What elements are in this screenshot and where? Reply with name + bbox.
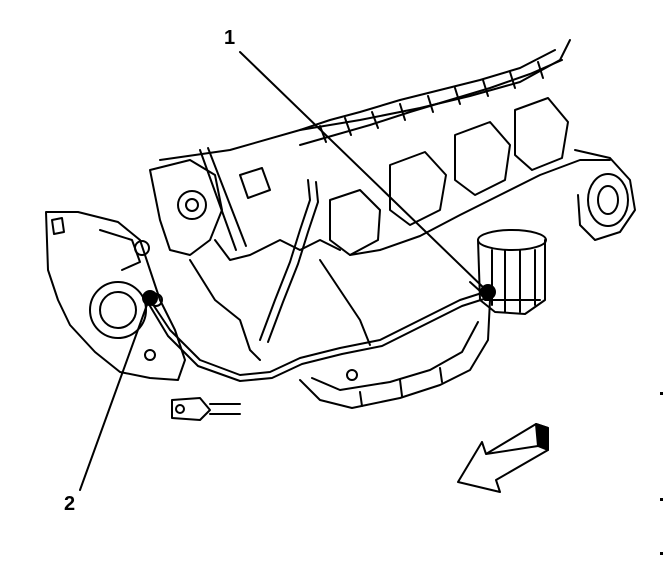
oil-filter: [477, 229, 547, 315]
ground-bolt-2: [142, 290, 158, 306]
harness-connector: [171, 397, 241, 421]
callout-2-leader: [79, 301, 149, 491]
front-cover: [45, 211, 186, 381]
oil-pan: [299, 281, 491, 409]
engine-harness: [149, 179, 488, 382]
water-pump: [149, 147, 247, 256]
callout-2-label: 2: [64, 493, 76, 515]
edge-mark: [660, 498, 663, 501]
valve-cover: [299, 49, 563, 146]
callout-1-leader: [239, 51, 489, 293]
edge-mark: [660, 392, 663, 395]
exhaust-manifold: [329, 97, 636, 256]
front-direction-arrow-icon: [457, 423, 549, 493]
edge-mark: [660, 552, 663, 555]
callout-1-label: 1: [224, 27, 236, 49]
